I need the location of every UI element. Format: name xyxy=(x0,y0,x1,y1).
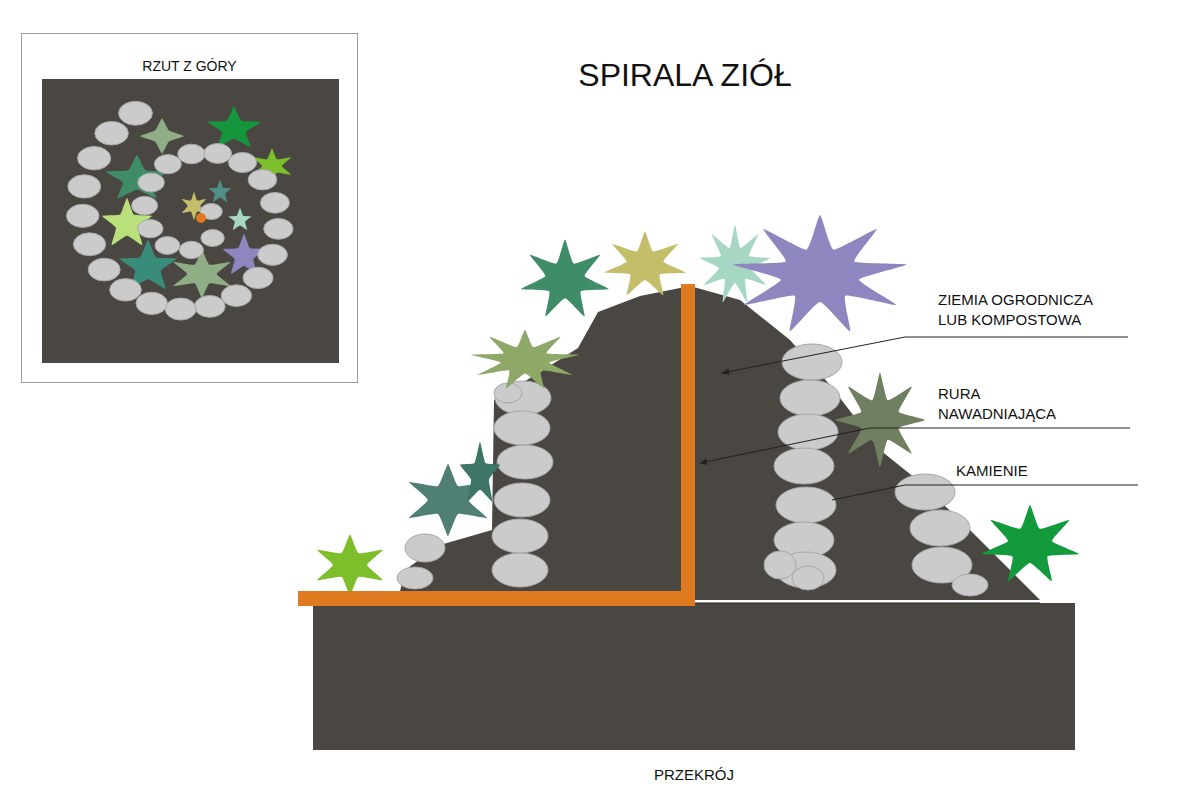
herb-plant xyxy=(173,250,230,298)
herb-plant xyxy=(835,373,925,468)
irrigation-pipe xyxy=(298,591,695,606)
stone xyxy=(78,146,111,169)
stone xyxy=(132,196,158,215)
stone xyxy=(405,534,445,562)
stone xyxy=(764,551,796,579)
ground-line xyxy=(695,603,1040,604)
herb-plant xyxy=(981,505,1078,581)
stone xyxy=(895,474,955,510)
pipe-label: RURA NAWADNIAJĄCA xyxy=(938,384,1063,423)
pipe-top xyxy=(196,213,206,223)
stone xyxy=(165,298,196,320)
stone xyxy=(258,244,288,265)
stone xyxy=(774,448,834,484)
leader-line xyxy=(722,337,1128,373)
stone xyxy=(154,155,181,174)
herb-plant xyxy=(733,215,906,331)
stone xyxy=(264,218,293,239)
top-view-ground xyxy=(42,79,339,363)
stone xyxy=(776,487,836,523)
top-view-illustration xyxy=(22,34,359,384)
stone xyxy=(780,380,840,416)
herb-plant xyxy=(317,535,383,596)
stone xyxy=(494,411,550,445)
stone xyxy=(492,519,548,553)
stone xyxy=(497,445,553,479)
stone xyxy=(243,267,273,288)
stone xyxy=(88,258,120,281)
stone xyxy=(68,175,101,198)
stone xyxy=(138,220,163,238)
soil-label: ZIEMIA OGRODNICZA LUB KOMPOSTOWA xyxy=(938,290,1123,329)
section-caption: PRZEKRÓJ xyxy=(544,765,844,785)
view-heading: RZUT Z GÓRY xyxy=(22,34,357,74)
herb-plant xyxy=(471,330,579,389)
stone xyxy=(952,574,988,596)
herb-plant xyxy=(521,240,609,317)
stone xyxy=(910,510,970,546)
leader-line xyxy=(700,428,1130,463)
stone xyxy=(136,292,167,314)
stone xyxy=(221,285,251,307)
stone xyxy=(66,204,99,227)
herb-plant xyxy=(229,208,252,230)
leader-line xyxy=(832,485,1138,500)
stone xyxy=(492,553,548,587)
stone xyxy=(204,144,232,164)
stone xyxy=(248,170,277,190)
stone xyxy=(95,121,128,145)
stone xyxy=(201,230,224,247)
stone xyxy=(194,295,225,317)
soil-mound xyxy=(398,286,1040,600)
stone xyxy=(228,152,256,172)
stone xyxy=(110,279,142,301)
herb-plant xyxy=(209,180,232,202)
top-view-frame: RZUT Z GÓRY xyxy=(21,33,358,383)
stone xyxy=(155,236,180,254)
stone xyxy=(179,241,203,258)
diagram-title: SPIRALA ZIÓŁ xyxy=(485,58,885,93)
herb-plant xyxy=(460,442,500,502)
stone xyxy=(119,101,153,125)
herb-plant xyxy=(604,231,686,295)
irrigation-pipe xyxy=(681,284,695,606)
herb-plant xyxy=(207,107,260,148)
stone xyxy=(782,344,842,380)
stone xyxy=(138,173,164,192)
herb-plant xyxy=(140,118,184,153)
stone xyxy=(494,483,550,517)
stone xyxy=(260,192,289,213)
plants xyxy=(317,215,1079,595)
stone xyxy=(397,567,433,589)
stone xyxy=(73,233,105,256)
stone xyxy=(178,144,205,164)
stones-label: KAMIENIE xyxy=(956,461,1106,481)
stone xyxy=(792,566,824,590)
ground xyxy=(313,603,1075,750)
